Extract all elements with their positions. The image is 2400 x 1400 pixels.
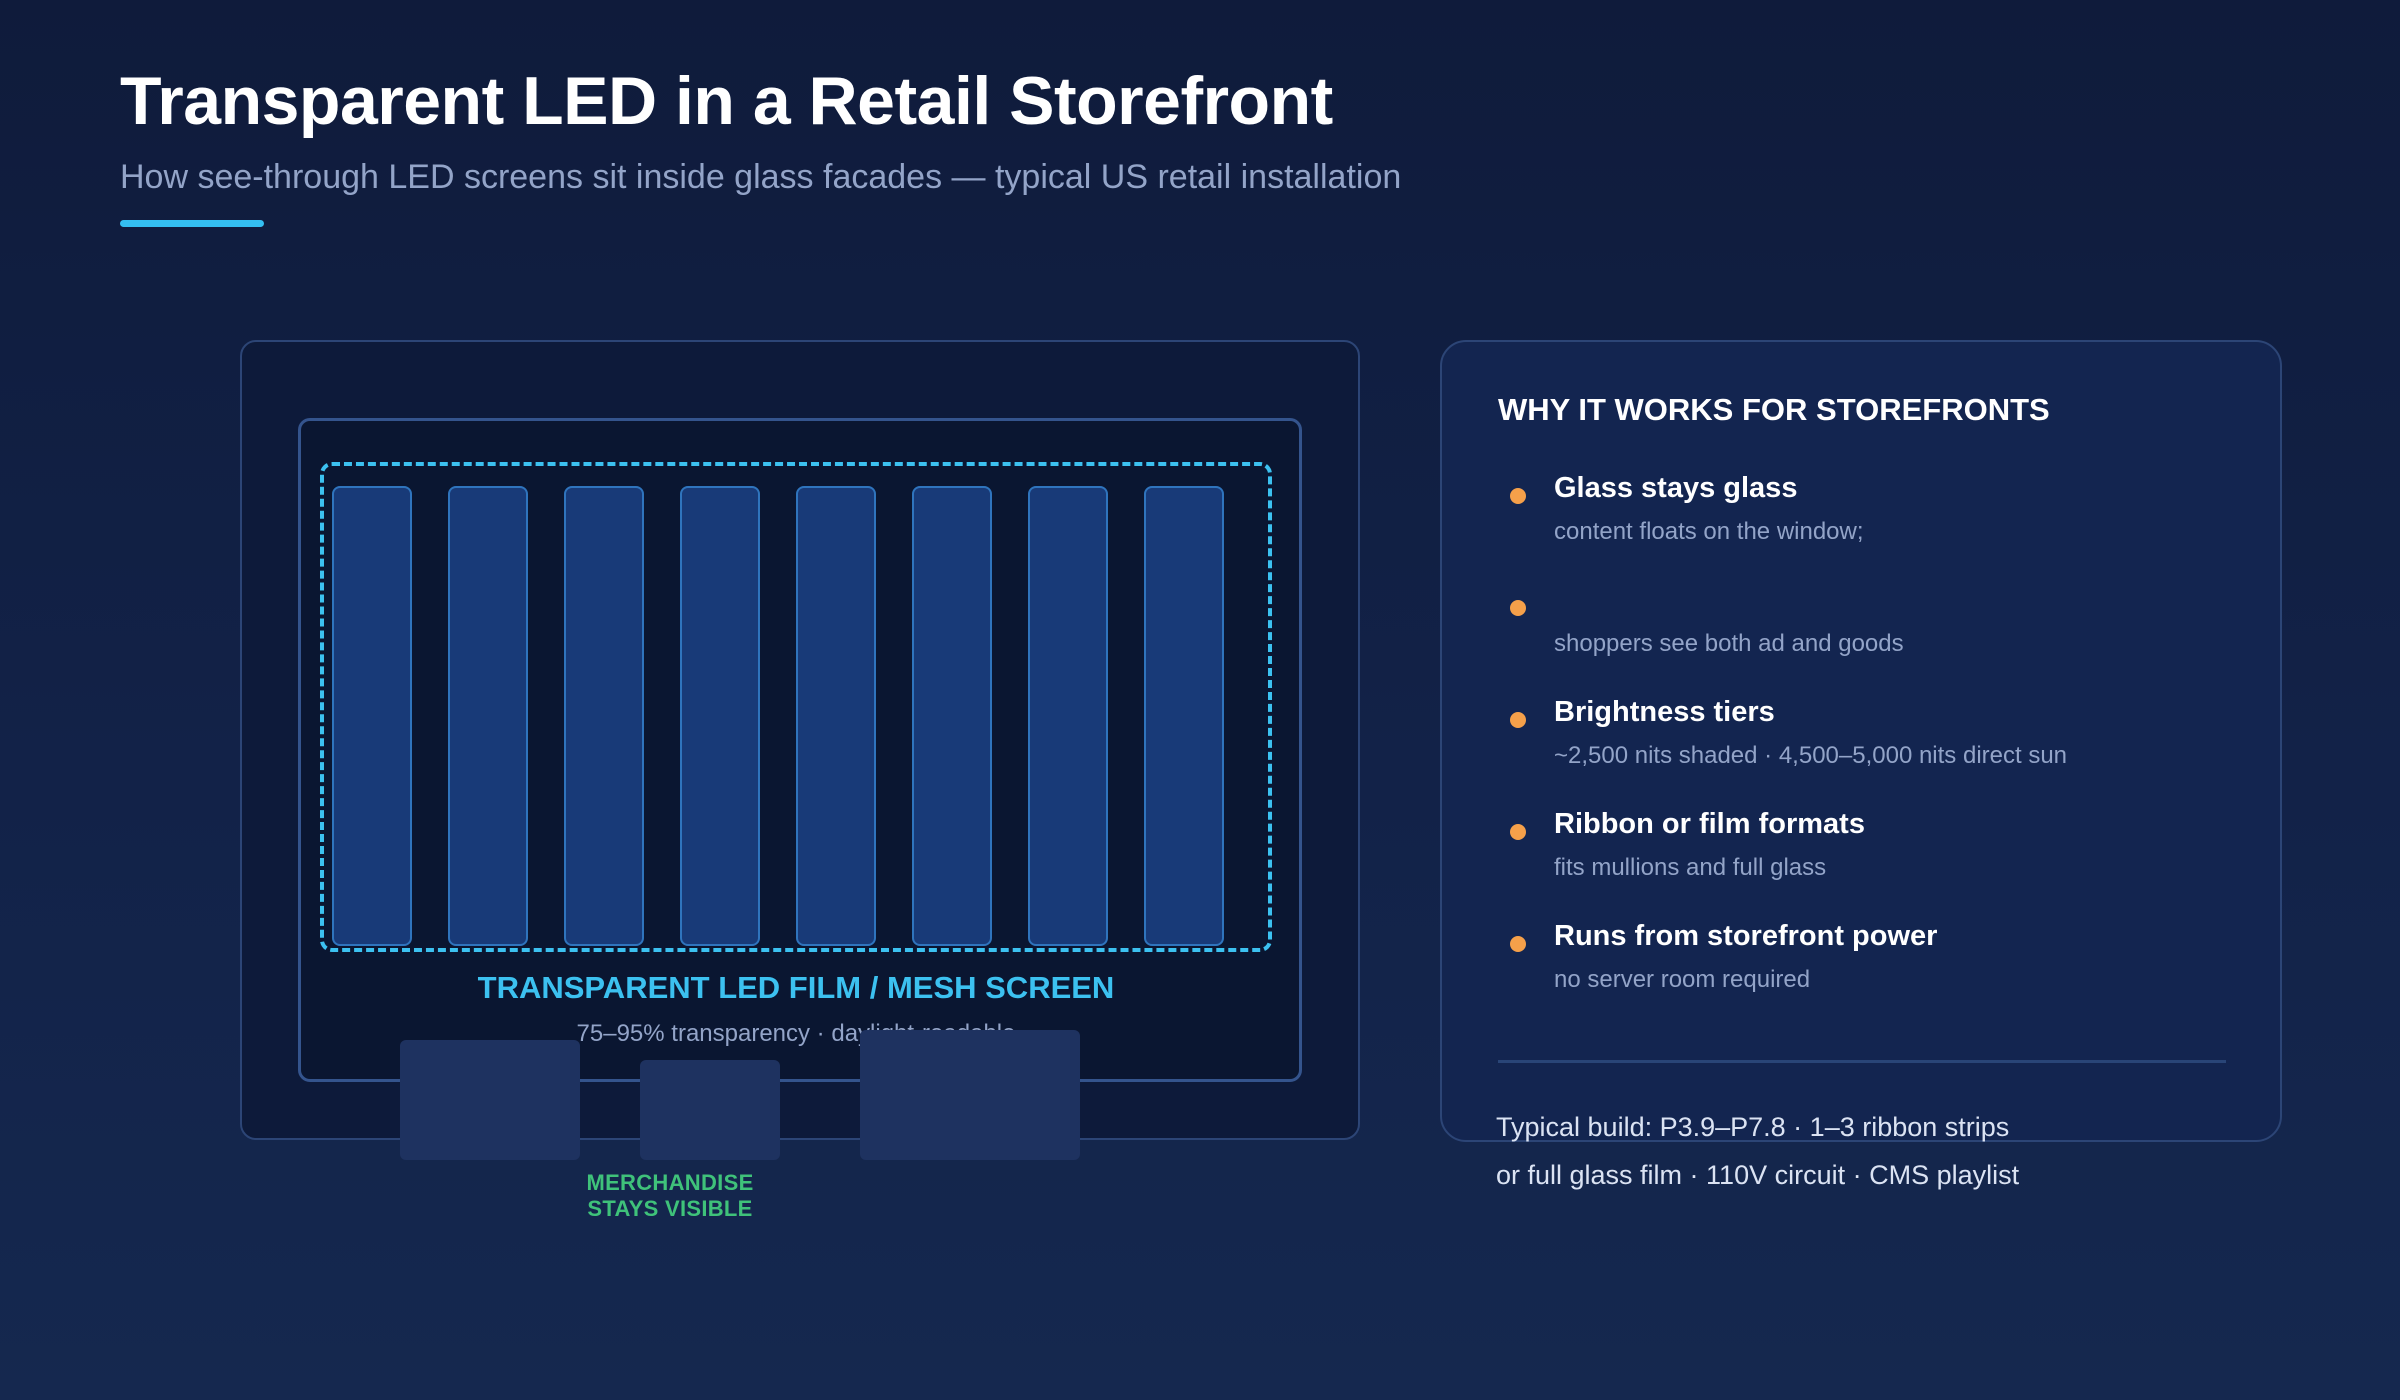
merchandise-box [640, 1060, 780, 1160]
film-label: TRANSPARENT LED FILM / MESH SCREEN [477, 970, 1115, 1005]
led-strip [448, 486, 528, 946]
led-strip [1028, 486, 1108, 946]
benefit-desc: fits mullions and full glass [1554, 854, 1827, 881]
led-strip [912, 486, 992, 946]
merchandise-label: MERCHANDISE STAYS VISIBLE [586, 1170, 754, 1221]
panel-heading: WHY IT WORKS FOR STOREFRONTS [1498, 392, 2050, 427]
bullet-dot-icon [1510, 600, 1526, 616]
page-title: Transparent LED in a Retail Storefront [120, 63, 1333, 139]
benefit-title: Ribbon or film formats [1554, 808, 1865, 840]
bullet-dot-icon [1510, 824, 1526, 840]
benefit-title: Brightness tiers [1554, 696, 1775, 728]
benefit-desc: ~2,500 nits shaded · 4,500–5,000 nits di… [1554, 742, 2068, 769]
led-strip [332, 486, 412, 946]
benefit-title: Runs from storefront power [1554, 920, 1938, 952]
build-spec-line-1: Typical build: P3.9–P7.8 · 1–3 ribbon st… [1496, 1112, 2010, 1142]
page-subtitle: How see-through LED screens sit inside g… [120, 157, 1402, 196]
bullet-dot-icon [1510, 712, 1526, 728]
led-film-outline [320, 462, 1272, 952]
led-strip [796, 486, 876, 946]
panel-divider [1498, 1060, 2226, 1063]
build-spec-line-2: or full glass film · 110V circuit · CMS … [1496, 1160, 2020, 1190]
info-panel: WHY IT WORKS FOR STOREFRONTS Glass stays… [1440, 340, 2282, 1142]
merchandise-box [400, 1040, 580, 1160]
header: Transparent LED in a Retail Storefront H… [120, 64, 1401, 227]
storefront-diagram: TRANSPARENT LED FILM / MESH SCREEN 75–95… [240, 340, 1360, 1221]
benefit-title: Glass stays glass [1554, 472, 1798, 504]
benefit-desc: no server room required [1554, 966, 1811, 993]
bullet-dot-icon [1510, 936, 1526, 952]
led-strip [680, 486, 760, 946]
led-strip [564, 486, 644, 946]
accent-bar [120, 219, 264, 227]
bullet-dot-icon [1510, 488, 1526, 504]
benefit-desc: shoppers see both ad and goods [1554, 630, 1904, 657]
led-strip [1144, 486, 1224, 946]
benefit-desc: content floats on the window; [1554, 518, 1864, 545]
merchandise-box [860, 1030, 1080, 1160]
